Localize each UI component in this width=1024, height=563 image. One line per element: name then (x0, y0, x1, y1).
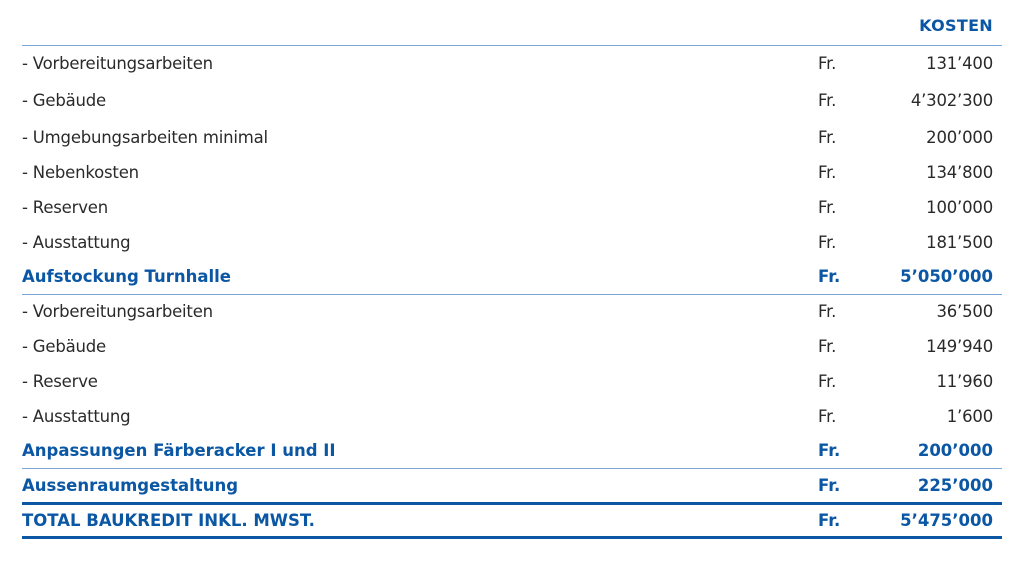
table-row: - Ausstattung Fr. 1’600 (22, 406, 1002, 428)
table-row: - Ausstattung Fr. 181’500 (22, 232, 1002, 254)
header-divider (22, 45, 1002, 46)
subtotal-label: Aussenraumgestaltung (22, 476, 238, 495)
row-label: - Ausstattung (22, 233, 131, 252)
row-currency: Fr. (818, 302, 837, 321)
row-label: - Gebäude (22, 91, 107, 110)
table-row: - Vorbereitungsarbeiten Fr. 131’400 (22, 53, 1002, 75)
row-value: 100’000 (926, 198, 993, 217)
row-currency: Fr. (818, 198, 837, 217)
total-bottom-divider (22, 536, 1002, 539)
subtotal-row: Aufstockung Turnhalle Fr. 5’050’000 (22, 266, 1002, 288)
row-value: 149’940 (926, 337, 993, 356)
table-row: - Reserve Fr. 11’960 (22, 371, 1002, 393)
table-row: - Nebenkosten Fr. 134’800 (22, 162, 1002, 184)
row-value: 4’302’300 (910, 91, 993, 110)
subtotal-label: Anpassungen Färberacker I und II (22, 441, 336, 460)
row-currency: Fr. (818, 163, 837, 182)
section-divider (22, 294, 1002, 295)
row-value: 1’600 (946, 407, 993, 426)
row-value: 36’500 (936, 302, 993, 321)
subtotal-currency: Fr. (818, 267, 841, 286)
total-currency: Fr. (818, 511, 841, 530)
table-row: - Reserven Fr. 100’000 (22, 197, 1002, 219)
row-label: - Gebäude (22, 337, 107, 356)
subtotal-value: 5’050’000 (900, 267, 993, 286)
subtotal-row-aussenraum: Aussenraumgestaltung Fr. 225’000 (22, 475, 1002, 497)
row-label: - Ausstattung (22, 407, 131, 426)
row-label: - Nebenkosten (22, 163, 139, 182)
row-currency: Fr. (818, 337, 837, 356)
total-row: TOTAL BAUKREDIT INKL. MWST. Fr. 5’475’00… (22, 510, 1002, 532)
subtotal-row: Anpassungen Färberacker I und II Fr. 200… (22, 440, 1002, 462)
row-currency: Fr. (818, 54, 837, 73)
subtotal-label: Aufstockung Turnhalle (22, 267, 231, 286)
row-currency: Fr. (818, 233, 837, 252)
total-value: 5’475’000 (900, 511, 993, 530)
column-header-kosten: KOSTEN (919, 16, 993, 35)
subtotal-value: 200’000 (917, 441, 993, 460)
row-label: - Reserven (22, 198, 108, 217)
row-currency: Fr. (818, 372, 837, 391)
table-row: - Gebäude Fr. 149’940 (22, 336, 1002, 358)
row-label: - Reserve (22, 372, 98, 391)
section-divider (22, 468, 1002, 469)
row-value: 134’800 (926, 163, 993, 182)
subtotal-value: 225’000 (917, 476, 993, 495)
row-currency: Fr. (818, 407, 837, 426)
total-top-divider (22, 502, 1002, 505)
total-label: TOTAL BAUKREDIT INKL. MWST. (22, 511, 315, 530)
row-currency: Fr. (818, 91, 837, 110)
row-label: - Vorbereitungsarbeiten (22, 302, 213, 321)
subtotal-currency: Fr. (818, 441, 841, 460)
subtotal-currency: Fr. (818, 476, 841, 495)
row-value: 200’000 (926, 128, 993, 147)
table-row: - Umgebungsarbeiten minimal Fr. 200’000 (22, 127, 1002, 149)
table-row: - Gebäude Fr. 4’302’300 (22, 90, 1002, 112)
table-row: - Vorbereitungsarbeiten Fr. 36’500 (22, 301, 1002, 323)
row-label: - Umgebungsarbeiten minimal (22, 128, 268, 147)
row-currency: Fr. (818, 128, 837, 147)
row-label: - Vorbereitungsarbeiten (22, 54, 213, 73)
row-value: 11’960 (936, 372, 993, 391)
row-value: 181’500 (926, 233, 993, 252)
row-value: 131’400 (926, 54, 993, 73)
